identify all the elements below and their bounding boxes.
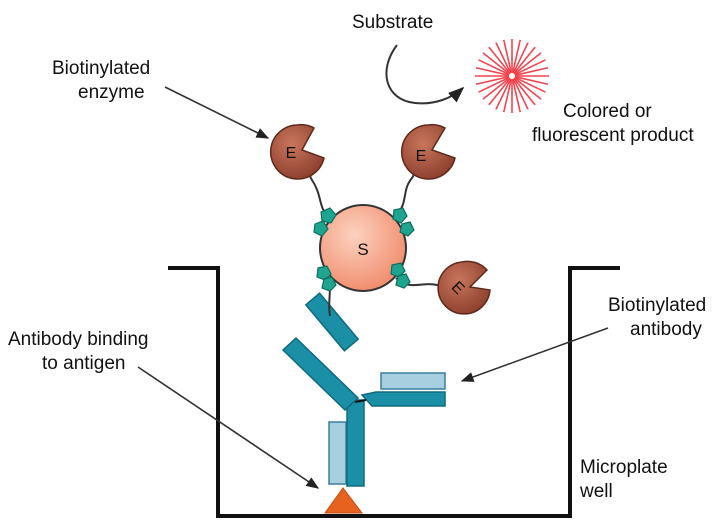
biotin-icon [321,276,337,292]
starburst-ray [512,78,529,110]
biotinylated-enzyme-label-line1: Biotinylated [52,58,150,79]
product-starburst [475,39,549,113]
antibody-pointer-arrow [460,327,609,382]
starburst-ray [482,52,511,75]
starburst-ray [475,75,510,86]
biotinylated-enzyme-label-line2: enzyme [78,82,145,103]
biotin-icon [390,262,406,278]
starburst-ray [478,76,510,93]
biotin-icon [313,220,329,237]
product-label-line1: Colored or [563,101,652,122]
starburst-ray [514,76,546,93]
biotin-icon [399,221,415,237]
starburst-ray [478,59,510,76]
starburst-ray [502,78,513,113]
primary-antibody [328,399,365,487]
starburst-ray [482,77,511,100]
biotin-groups [313,207,415,292]
streptavidin-label: S [357,240,368,259]
biotin-icon [320,207,337,224]
microplate-well [168,266,620,518]
starburst-ray [514,59,546,76]
starburst-ray [495,42,512,74]
biotin-icon [395,273,411,289]
starburst-ray [488,46,511,75]
starburst-ray [513,77,542,100]
product-label-line2: fluorescent product [532,125,694,146]
starburst-ray [514,66,549,77]
microplate-well-label-line1: Microplate [580,457,668,478]
starburst-ray [502,39,513,74]
biotin-icon [392,207,408,224]
biotinylated-antibody-label-line2: antibody [630,319,702,340]
starburst-ray [511,78,522,113]
antibody-binding-label-line1: Antibody binding [8,329,149,350]
starburst-ray [513,52,542,75]
starburst-ray [495,78,512,110]
biotin-icon [316,265,332,281]
enzyme-3: E [437,260,491,315]
enzyme-pointer-arrow [164,86,270,139]
antigen-triangle [324,487,364,514]
enzyme-1: E [269,123,325,180]
microplate-well-label-line2: well [579,481,613,502]
starburst-ray [513,46,536,75]
starburst-ray [475,66,510,77]
substrate-arrow [385,44,465,105]
starburst-ray [513,77,536,106]
enzyme-label: E [416,148,427,165]
starburst-ray [512,42,529,74]
biotinylated-antibody-label-line1: Biotinylated [608,295,706,316]
starburst-ray [514,75,549,86]
starburst-ray [488,77,511,106]
starburst-ray [511,39,522,74]
biotinylated-antibody [281,292,446,412]
substrate-label: Substrate [352,12,433,33]
enzyme-label: E [286,145,297,162]
enzyme-2: E [400,123,456,180]
antibody-binding-label-line2: to antigen [42,353,125,374]
streptavidin-sphere: S [319,204,407,292]
binding-pointer-arrow [137,366,320,489]
